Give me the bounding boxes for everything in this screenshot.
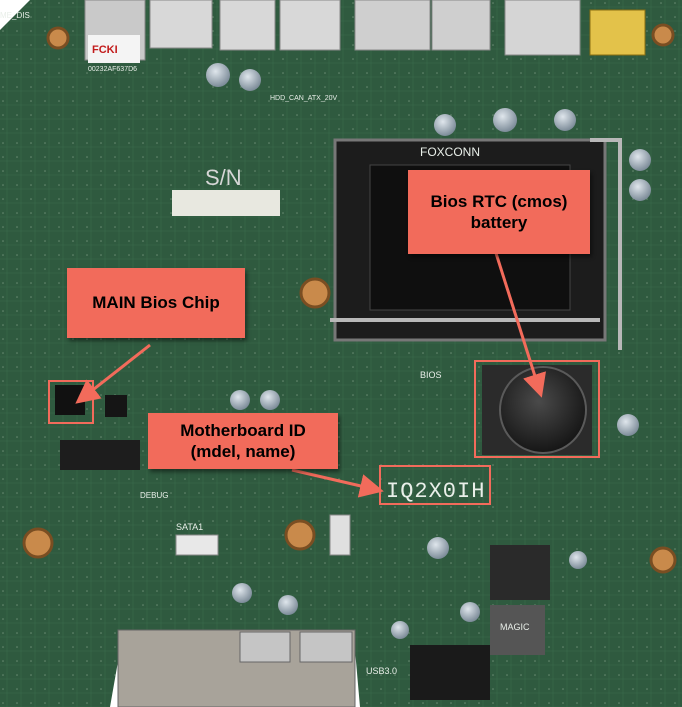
highlight-board-id: [379, 465, 491, 505]
debug-silk: DEBUG: [140, 491, 168, 500]
highlight-bios-chip: [48, 380, 94, 424]
callout-main-bios-label: MAIN Bios Chip: [92, 293, 220, 313]
chips: [55, 385, 550, 700]
highlight-cmos-battery: [474, 360, 600, 458]
magic-silk: MAGIC: [500, 622, 530, 632]
callout-bios-rtc-line2: battery: [470, 213, 528, 232]
callout-main-bios: MAIN Bios Chip: [67, 268, 245, 338]
hdd-silk: HDD_CAN_ATX_20V: [270, 95, 338, 102]
capacitors: [206, 63, 651, 639]
arrow-battery: [493, 249, 547, 398]
foxconn-label: FOXCONN: [420, 145, 480, 159]
fck-label: FCKI: [92, 44, 118, 56]
mounting-holes: [22, 23, 677, 574]
arrow-bios-chip: [75, 343, 151, 404]
callout-motherboard-id-line2: (mdel, name): [190, 442, 296, 461]
callout-motherboard-id-line1: Motherboard ID: [180, 420, 306, 440]
me-dis-silk: ME_DIS: [0, 11, 30, 20]
bios-silk: BIOS: [420, 370, 442, 380]
sata-silk: SATA1: [176, 522, 203, 532]
bottom-io: SATA1 USB3.0 DEBUG MAGIC: [117, 491, 530, 707]
sn-label: S/N: [205, 165, 242, 190]
top-labels: FCKI 00232AF637D6 HDD_CAN_ATX_20V ME_DIS: [0, 11, 338, 102]
callout-bios-rtc-line1: Bios RTC (cmos): [430, 191, 568, 211]
usb30-silk: USB3.0: [366, 666, 397, 676]
io-connectors-top: [84, 0, 646, 61]
board-id-silkscreen: IQ2X0IH: [386, 479, 485, 504]
callout-bios-rtc: Bios RTC (cmos) battery: [408, 170, 590, 254]
callout-motherboard-id: Motherboard ID (mdel, name): [148, 413, 338, 469]
sn-sticker: S/N: [172, 165, 280, 216]
arrow-board-id: [291, 468, 384, 498]
serial-label: 00232AF637D6: [88, 66, 137, 73]
